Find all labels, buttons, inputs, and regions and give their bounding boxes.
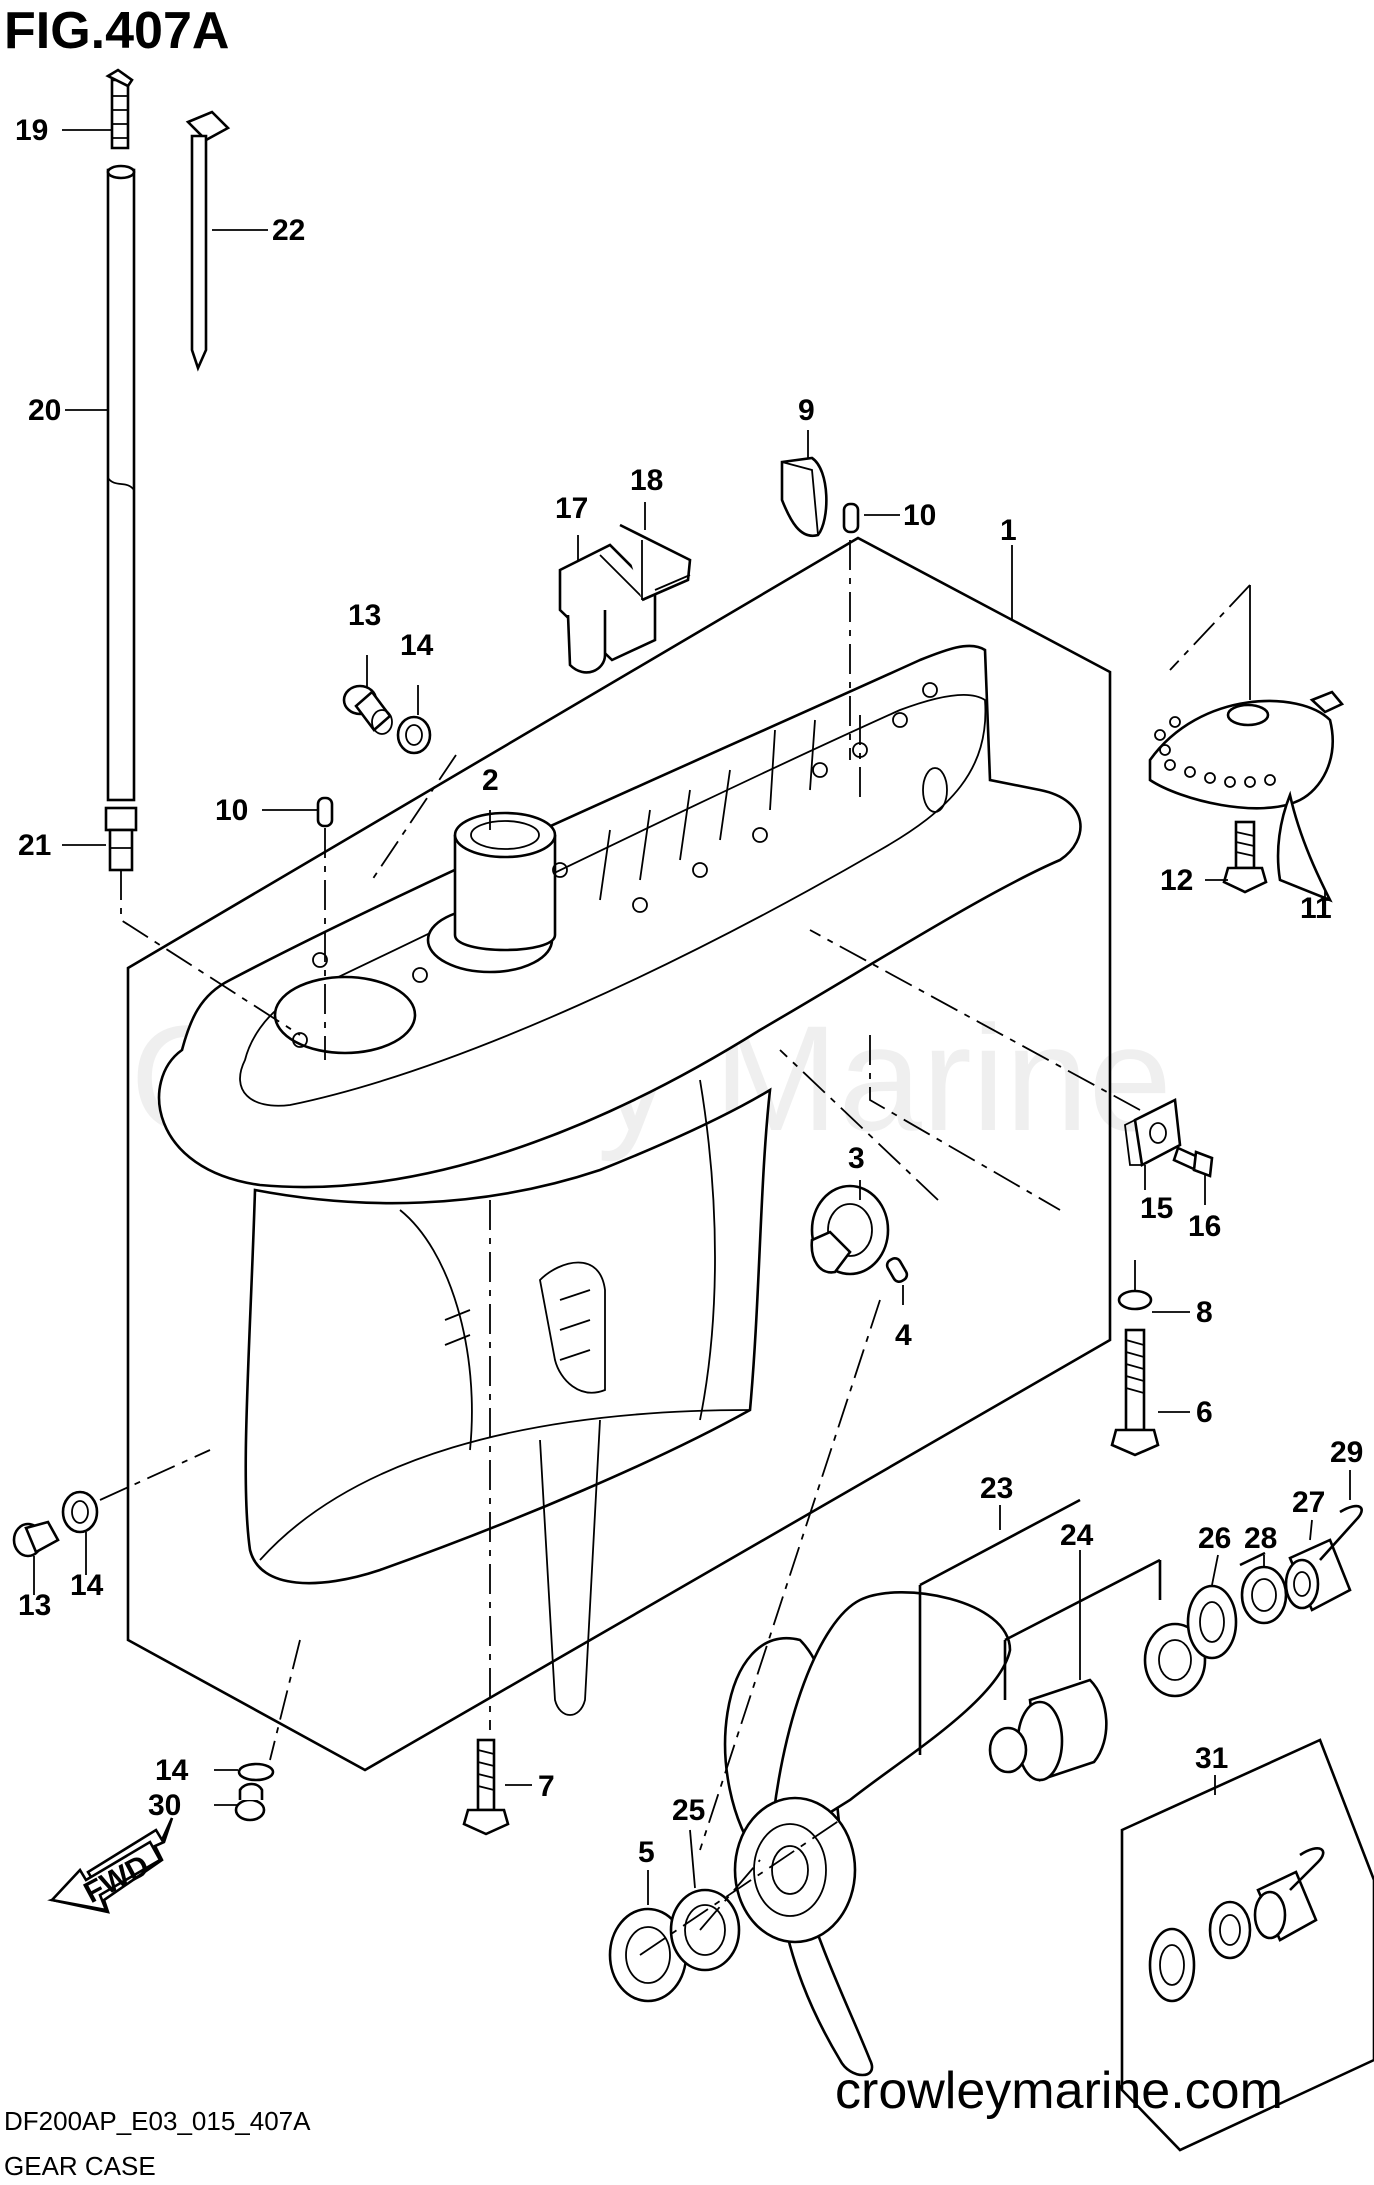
- alignment-lines: [99, 540, 1251, 1956]
- callout-28: 28: [1244, 1522, 1277, 1555]
- part-9-cap: [780, 456, 828, 538]
- figure-title: FIG.407A: [4, 2, 229, 60]
- callout-14-bottom: 14: [155, 1754, 189, 1787]
- callout-9: 9: [798, 394, 815, 427]
- part-16-bolt: [1172, 1146, 1214, 1178]
- part-10-pin-left: [316, 796, 334, 828]
- callout-27: 27: [1292, 1486, 1325, 1519]
- gear-case-bracket: [126, 536, 1112, 1772]
- part-15-pad: [1124, 1098, 1182, 1167]
- callout-6: 6: [1196, 1396, 1213, 1429]
- part-27-nut: [1284, 1538, 1352, 1612]
- part-14-gasket-bottom: [237, 1762, 275, 1782]
- callout-26: 26: [1198, 1522, 1231, 1555]
- part-13-plug-lower: [12, 1520, 60, 1558]
- part-21-grommet: [104, 806, 138, 872]
- callout-21: 21: [18, 829, 51, 862]
- part-10-pin-top: [842, 502, 860, 534]
- website-url: crowleymarine.com: [835, 2062, 1283, 2120]
- diagram-caption: GEAR CASE: [4, 2151, 156, 2181]
- callout-18: 18: [630, 464, 663, 497]
- callout-13-upper: 13: [348, 599, 381, 632]
- leader-lines: [33, 129, 1351, 1905]
- part-31-box: [1120, 1738, 1374, 2152]
- callout-20: 20: [28, 394, 61, 427]
- callout-7: 7: [538, 1770, 555, 1803]
- callout-15: 15: [1140, 1192, 1173, 1225]
- part-20-water-tube: [106, 164, 136, 802]
- callout-17: 17: [555, 492, 588, 525]
- callout-numbers: 1 2 3 4 5 6 7 8 9 10 10 11 12 13 13 14 1…: [15, 114, 1363, 1869]
- part-13-plug-upper: [342, 684, 393, 735]
- bracket-29: [1239, 1551, 1266, 1567]
- part-25-spacer: [669, 1888, 741, 1972]
- callout-11: 11: [1300, 892, 1332, 925]
- callout-30: 30: [148, 1789, 181, 1822]
- callout-1: 1: [1000, 514, 1017, 547]
- callout-22: 22: [272, 214, 305, 247]
- part-14-gasket-lower: [61, 1490, 99, 1534]
- part-26-lock-washer: [1186, 1584, 1238, 1660]
- part-14-gasket-upper: [396, 715, 432, 755]
- fwd-arrow: FWD: [47, 1817, 174, 1914]
- callout-10-top: 10: [903, 499, 936, 532]
- part-3-seal-housing: [810, 1184, 890, 1276]
- callout-14-upper: 14: [400, 629, 434, 662]
- callout-13-lower: 13: [18, 1589, 51, 1622]
- part-17-18-guide: [558, 523, 692, 674]
- part-29-cotter-pin: [1319, 1504, 1363, 1561]
- callout-3: 3: [848, 1142, 865, 1175]
- callout-10-left: 10: [215, 794, 248, 827]
- diagram-code: DF200AP_E03_015_407A: [4, 2106, 311, 2136]
- callout-23: 23: [980, 1472, 1013, 1505]
- callout-19: 19: [15, 114, 48, 147]
- part-6-bolt: [1110, 1328, 1160, 1457]
- gear-case: [157, 644, 1082, 1716]
- callout-25: 25: [672, 1794, 705, 1827]
- callout-24: 24: [1060, 1519, 1094, 1552]
- bracket-23: [918, 1498, 1081, 1755]
- callout-31: 31: [1195, 1742, 1228, 1775]
- part-8-washer: [1117, 1289, 1153, 1311]
- callout-5: 5: [638, 1836, 655, 1869]
- bracket-24: [1003, 1558, 1162, 1700]
- callout-14-lower: 14: [70, 1569, 104, 1602]
- callout-4: 4: [895, 1319, 912, 1352]
- part-22-tie-band: [185, 110, 231, 372]
- callout-16: 16: [1188, 1210, 1221, 1243]
- part-30-plug: [234, 1782, 266, 1822]
- part-7-bolt: [462, 1738, 510, 1836]
- callout-2: 2: [482, 764, 499, 797]
- part-12-bolt: [1222, 820, 1268, 894]
- part-31-nut-kit: [1148, 1847, 1325, 2003]
- callout-8: 8: [1196, 1296, 1213, 1329]
- callout-12: 12: [1160, 864, 1193, 897]
- callout-29: 29: [1330, 1436, 1363, 1469]
- propeller: [723, 1591, 1012, 2077]
- part-19-seal: [105, 68, 134, 150]
- part-28-washer: [1240, 1565, 1288, 1625]
- part-4-pin: [885, 1257, 909, 1283]
- part-11-trim-tab: [1148, 690, 1345, 903]
- part-24-bushing: [988, 1622, 1207, 1782]
